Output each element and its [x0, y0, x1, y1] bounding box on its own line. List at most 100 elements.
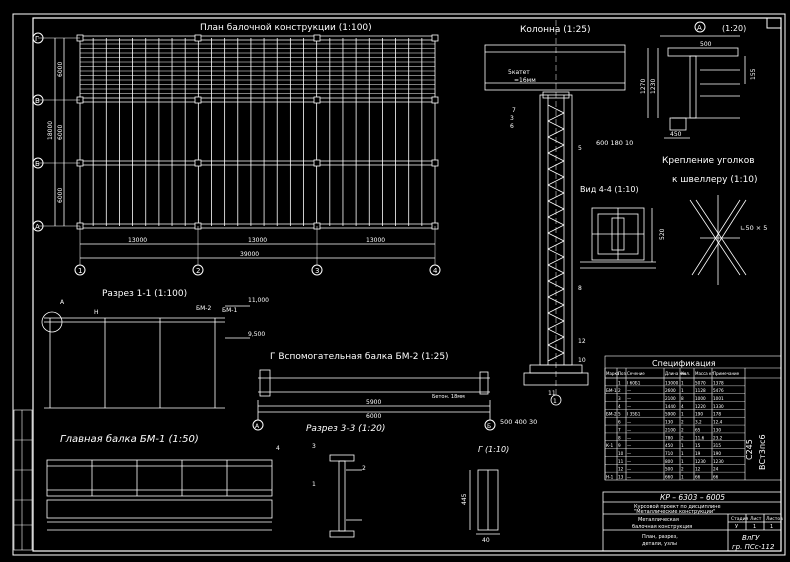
view44-dim: 520	[659, 228, 666, 240]
spec-cell: 1	[681, 412, 684, 417]
spec-cell: 2100	[665, 427, 676, 432]
spec-cell: 66	[713, 475, 719, 480]
plan-column	[194, 96, 202, 104]
aux-note: Бетон. 18мм	[432, 394, 465, 400]
spec-cell: 11	[618, 459, 624, 464]
spec-header: Кол.	[681, 371, 690, 376]
weld-note: 5катет	[508, 69, 530, 76]
svg-text:Н: Н	[94, 309, 99, 316]
org-1: ВлГУ	[742, 534, 760, 542]
spec-cell: 500	[665, 467, 673, 472]
detail-a-mark: А	[697, 24, 702, 32]
spec-cell: 4	[618, 404, 621, 409]
spec-header: Длина мм	[665, 371, 686, 376]
level-top: 11,000	[248, 297, 269, 304]
spec-cell: 1	[681, 443, 684, 448]
spec-cell: 1378	[713, 380, 724, 385]
angle-note: ∟50 × 5	[740, 224, 767, 232]
spec-cell: —	[627, 443, 631, 448]
svg-text:БМ-2: БМ-2	[196, 305, 211, 312]
svg-text:450: 450	[670, 131, 682, 138]
svg-text:4: 4	[276, 445, 280, 452]
spec-cell: 130	[665, 420, 673, 425]
org-2: гр. ПСс-112	[732, 543, 775, 551]
spec-title: Спецификация	[652, 359, 716, 368]
detail-g-title: Г (1:10)	[478, 445, 509, 454]
plan-bottom-dim: 13000	[366, 237, 385, 244]
svg-text:1: 1	[770, 524, 773, 530]
view-4-4: Вид 4-4 (1:10) 520	[580, 185, 666, 269]
spec-header: Масса кг	[695, 371, 714, 376]
spec-cell: 11,6	[695, 435, 705, 440]
plan-bottom-dim: 13000	[128, 237, 147, 244]
col-axis-circle	[192, 264, 204, 276]
column-callout: 8	[578, 285, 582, 292]
plan-title: План балочной конструкции (1:100)	[200, 23, 372, 33]
spec-cell: 450	[665, 443, 673, 448]
spec-cell: 3,2	[695, 420, 702, 425]
spec-cell: 5	[618, 412, 621, 417]
spec-cell: 19	[695, 451, 701, 456]
spec-cell: 2	[681, 435, 684, 440]
view44-title: Вид 4-4 (1:10)	[580, 185, 639, 194]
spec-cell: 1330	[713, 404, 724, 409]
spec-cell: 1001	[713, 396, 724, 401]
aux-dim-2: 6000	[366, 413, 381, 420]
spec-cell: 800	[665, 459, 673, 464]
stamp-strip	[13, 409, 33, 551]
column-callout: 6	[510, 123, 514, 130]
plan-left-dim: 6000	[57, 125, 64, 140]
spec-cell: 24	[713, 467, 719, 472]
main-beam-section	[484, 44, 626, 91]
spec-cell: 9	[618, 443, 621, 448]
svg-text:Курсовой проект по дисциплине: Курсовой проект по дисциплине	[634, 503, 721, 510]
row-axis-label: В	[35, 97, 40, 105]
svg-text:У: У	[735, 524, 738, 530]
col-axis-label: 4	[433, 267, 438, 275]
svg-text:=16мм: =16мм	[514, 77, 536, 84]
spec-cell: 65	[695, 427, 701, 432]
plan-left-dim: 6000	[57, 62, 64, 77]
inner-frame	[32, 17, 782, 552]
spec-cell: 1220	[695, 404, 706, 409]
column-callout: 3	[510, 115, 514, 122]
svg-text:1230: 1230	[650, 79, 657, 94]
svg-text:500: 500	[700, 41, 712, 48]
spec-cell: —	[627, 404, 631, 409]
spec-cell: —	[627, 467, 631, 472]
plan-column	[313, 34, 321, 42]
fix-title-1: Крепление уголков	[662, 156, 755, 166]
svg-text:"Металлические конструкции": "Металлические конструкции"	[634, 509, 715, 515]
col-axis-label: 1	[78, 267, 82, 275]
row-axis-circle	[32, 157, 44, 169]
spec-cell: 1000	[695, 396, 706, 401]
steel-grade-2: ВСт3пс6	[758, 434, 767, 470]
col-axis-circle	[311, 264, 323, 276]
plan-column	[431, 34, 439, 42]
spec-cell: 4	[681, 404, 684, 409]
doc-code: КР – 6303 – 6005	[660, 493, 725, 502]
spec-cell: 1440	[665, 404, 676, 409]
svg-text:3: 3	[312, 443, 316, 450]
spec-cell: —	[627, 451, 631, 456]
row-axis-label: Б	[35, 160, 40, 168]
plan-total-dim: 39000	[240, 251, 259, 258]
spec-cell: —	[627, 435, 631, 440]
column-axis-label: 1	[553, 398, 557, 405]
sec33-title: Разрез 3-3 (1:20)	[306, 424, 385, 434]
outer-frame	[12, 13, 786, 556]
spec-cell: 12	[618, 467, 624, 472]
svg-text:40: 40	[482, 537, 490, 544]
col-axis-circle	[429, 264, 441, 276]
plan-left-dim: 6000	[57, 188, 64, 203]
spec-cell: I 60Б1	[627, 380, 641, 385]
spec-cell: 2	[681, 467, 684, 472]
section-1-1: Разрез 1-1 (1:100) А Н БМ-2 БМ-1 11,000 …	[41, 289, 269, 409]
svg-text:Листов: Листов	[766, 516, 783, 522]
svg-text:А: А	[255, 423, 260, 430]
spec-cell: 190	[695, 412, 703, 417]
column-callout: 5	[578, 145, 582, 152]
spec-cell: 1128	[695, 388, 706, 393]
spec-cell: 5070	[695, 380, 706, 385]
